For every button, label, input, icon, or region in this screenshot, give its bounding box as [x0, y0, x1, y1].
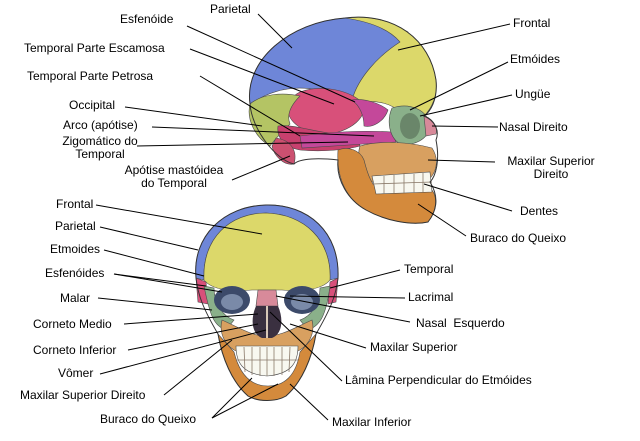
label-side-buraco-queixo: Buraco do Queixo: [470, 231, 567, 245]
leader-front-buraco-b: [211, 383, 279, 419]
leader-side-dentes: [423, 183, 513, 212]
leader-side-zigomatico: [136, 141, 349, 147]
side-skull-outline: [249, 16, 439, 224]
leader-front-lamina: [269, 311, 343, 382]
label-front-vomer: Vômer: [58, 366, 94, 380]
leader-front-esfenoides-b: [113, 273, 223, 293]
side-skull: [248, 16, 439, 224]
label-side-dentes: Dentes: [520, 204, 559, 218]
leader-side-arco: [151, 126, 375, 137]
leader-front-parietal: [99, 226, 199, 251]
label-side-frontal: Frontal: [513, 16, 551, 30]
label-side-occipital: Occipital: [69, 98, 116, 112]
label-side-nasal-direito: Nasal Direito: [499, 120, 568, 134]
label-front-corneto-inferior: Corneto Inferior: [33, 343, 117, 357]
side-sphenoid-bone: [351, 99, 389, 127]
label-front-temporal: Temporal: [404, 262, 454, 276]
label-side-esfenoide: Esfenóide: [120, 12, 174, 26]
leader-front-etmoides: [103, 249, 205, 277]
leader-side-esfenoide: [186, 25, 356, 103]
label-side-arco-apotise: Arco (apótise): [63, 118, 138, 132]
label-front-maxilar-superior: Maxilar Superior: [370, 340, 458, 354]
front-temporal-right: [327, 277, 339, 305]
label-front-frontal: Frontal: [56, 197, 94, 211]
label-front-lacrimal: Lacrimal: [408, 290, 454, 304]
front-skull: [195, 204, 339, 401]
label-front-buraco-queixo: Buraco do Queixo: [100, 412, 197, 426]
label-side-maxilar-superior-direito: Maxilar Superior Direito: [507, 154, 595, 181]
front-nasal-bone: [255, 289, 279, 307]
label-front-parietal: Parietal: [55, 219, 96, 233]
leader-side-occipital: [124, 106, 263, 127]
label-side-etmoides: Etmóides: [510, 52, 561, 66]
leader-front-malar: [97, 297, 213, 311]
label-side-temporal-petrosa: Temporal Parte Petrosa: [27, 69, 154, 83]
leader-side-etmoides: [409, 61, 509, 111]
side-occipital-bone: [248, 93, 301, 147]
label-front-maxilar-inferior: Maxilar Inferior: [332, 415, 412, 429]
side-teeth-lines: [371, 173, 433, 194]
label-front-malar: Malar: [60, 291, 91, 305]
leader-side-maxilar: [427, 159, 496, 163]
leader-front-lacrimal: [289, 295, 406, 299]
leader-front-vomer: [99, 329, 267, 375]
leader-side-temporal-petrosa: [199, 75, 301, 137]
leader-front-nasal: [275, 295, 411, 323]
label-side-temporal-escamosa: Temporal Parte Escamosa: [24, 41, 165, 55]
side-orbit-hollow: [400, 113, 420, 139]
leader-front-corneto-medio: [123, 313, 259, 325]
leader-front-temporal: [329, 269, 401, 289]
leader-side-apotise: [231, 155, 291, 181]
leader-side-buraco: [417, 203, 467, 237]
leader-side-frontal: [397, 23, 511, 51]
leader-front-maxilar-direito: [163, 339, 233, 396]
leader-lines: [95, 13, 513, 421]
front-skull-outline: [195, 204, 339, 401]
label-front-etmoides: Etmoides: [50, 242, 101, 256]
label-front-maxilar-superior-direito: Maxilar Superior Direito: [20, 388, 146, 402]
label-side-ungue: Ungüe: [515, 87, 551, 101]
leader-side-nasal-direito: [431, 125, 499, 128]
label-side-apotise-mastoidea: Apótise mastóidea do Temporal: [124, 163, 224, 190]
label-front-nasal-esquerdo: Nasal Esquerdo: [416, 316, 505, 330]
front-orbit-left-inner: [221, 294, 243, 310]
leader-front-frontal: [95, 204, 263, 235]
label-side-parietal: Parietal: [210, 2, 251, 16]
leader-front-esfenoides-a: [113, 273, 207, 287]
label-front-corneto-medio: Corneto Medio: [33, 317, 112, 331]
label-front-esfenoides: Esfenóides: [45, 266, 105, 280]
leader-side-ungue: [419, 94, 513, 117]
front-orbit-right-inner: [291, 294, 313, 310]
label-side-zigomatico: Zigomático do Temporal: [62, 134, 138, 161]
leader-front-buraco-a: [211, 377, 253, 419]
leader-side-temporal-escamosa: [189, 48, 335, 105]
label-front-lamina-perpendicular: Lâmina Perpendicular do Etmóides: [345, 373, 532, 387]
leader-front-maxilar-inferior: [289, 383, 329, 421]
leader-front-maxilar-superior: [289, 323, 367, 349]
leader-side-parietal: [257, 13, 293, 49]
leader-front-corneto-inferior: [127, 323, 259, 351]
front-teeth-lines: [236, 346, 298, 376]
